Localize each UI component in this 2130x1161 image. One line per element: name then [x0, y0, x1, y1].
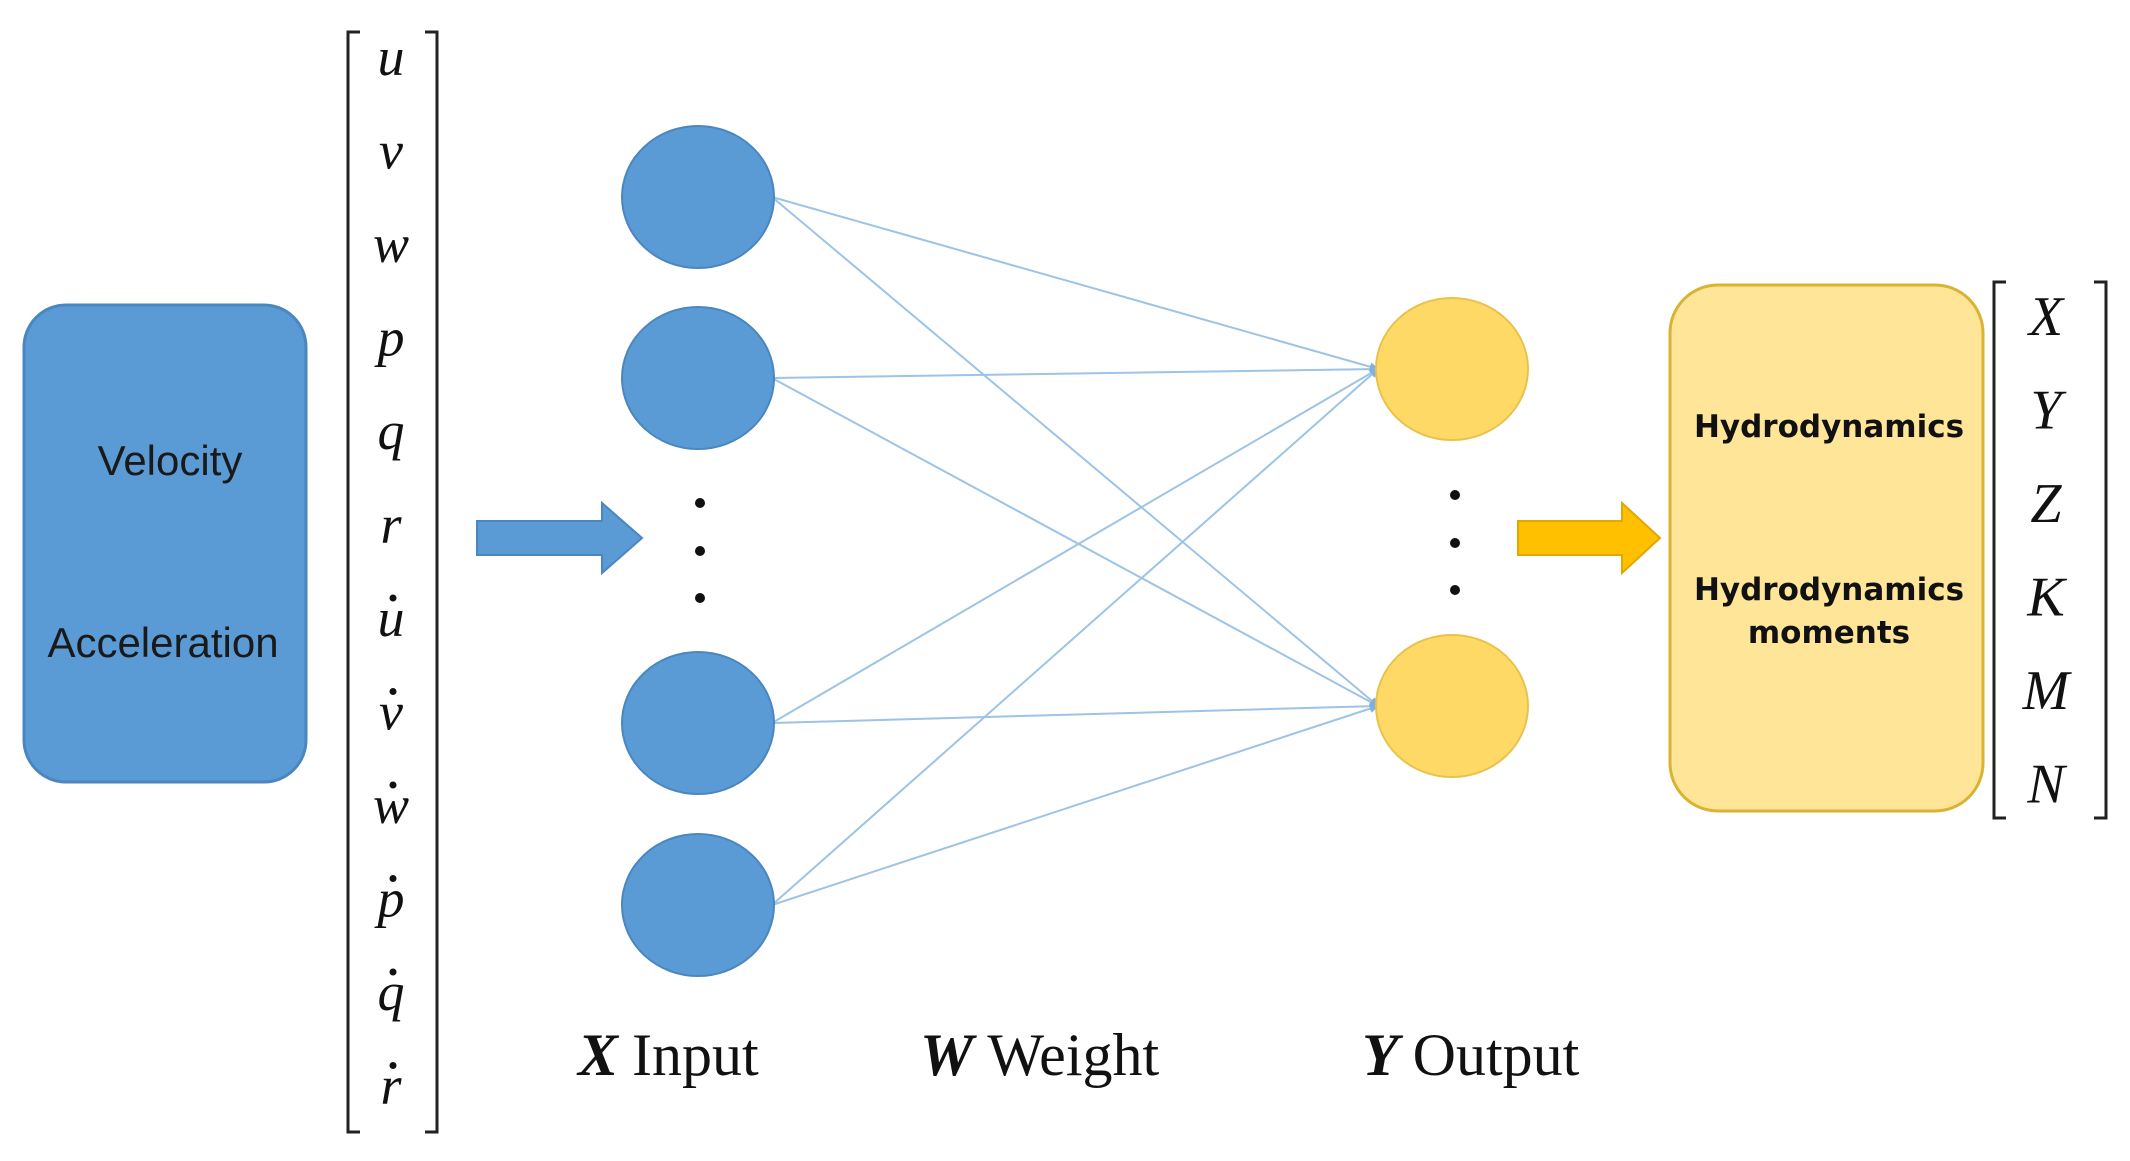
input-vector-symbol: p: [374, 308, 405, 368]
output-neuron: [1375, 297, 1529, 441]
input-vector-right-bracket: [425, 30, 439, 1134]
output-vector-left-bracket: [1992, 280, 2006, 820]
input-vector-symbol: p: [374, 869, 405, 929]
input-layer-symbol: X: [576, 1022, 620, 1088]
input-ellipsis-dot: [695, 498, 705, 508]
input-neuron: [621, 125, 775, 269]
output-box-hydrodynamics-moments-label-line2: moments: [1748, 615, 1910, 651]
weight-connection: [771, 704, 1379, 906]
connections: [771, 196, 1379, 906]
weight-connection: [771, 196, 1379, 707]
input-ellipsis-dot: [695, 593, 705, 603]
time-derivative-dot: [389, 875, 397, 882]
time-derivative-dot: [389, 688, 397, 695]
input-vector-symbol: v: [379, 121, 403, 181]
output-vector-symbol: X: [2027, 286, 2066, 348]
input-box-velocity-label: Velocity: [98, 437, 243, 484]
input-vector-symbol: w: [373, 214, 409, 274]
input-box-acceleration-label: Acceleration: [47, 619, 278, 666]
input-arrow: [476, 500, 644, 576]
time-derivative-dot: [389, 968, 397, 976]
input-neuron: [621, 833, 775, 977]
input-neuron: [621, 306, 775, 450]
output-vector-symbol: Y: [2030, 380, 2067, 442]
input-vector-left-bracket: [346, 30, 360, 1134]
output-vector-symbol: K: [2026, 567, 2067, 629]
weight-connection: [771, 196, 1379, 372]
output-box: [1668, 283, 1985, 813]
time-derivative-dot: [389, 594, 397, 602]
output-vector-symbol: N: [2026, 754, 2067, 816]
input-vector-symbol: q: [378, 401, 405, 461]
input-box: [22, 303, 308, 784]
weight-word: Weight: [987, 1022, 1159, 1088]
weight-connection: [771, 368, 1379, 906]
output-vector-symbol: Z: [2030, 473, 2062, 535]
weight-connection: [771, 377, 1379, 707]
output-ellipsis-dot: [1450, 538, 1460, 548]
output-vector-right-bracket: [2094, 280, 2108, 820]
output-ellipsis-dot: [1450, 585, 1460, 595]
output-box-hydrodynamics-moments-label-line1: Hydrodynamics: [1694, 572, 1964, 608]
input-vector-symbol: r: [380, 1056, 402, 1116]
input-vector-symbol: r: [380, 495, 402, 555]
input-vector-symbol: u: [378, 27, 405, 87]
output-layer-symbol: Y: [1362, 1022, 1404, 1088]
input-neuron: [621, 651, 775, 795]
output-neuron: [1375, 634, 1529, 778]
output-vector-symbol: M: [2022, 660, 2073, 722]
time-derivative-dot: [389, 781, 397, 789]
weight-connection: [771, 701, 1379, 724]
input-layer-word: Input: [632, 1022, 759, 1088]
weight-connection: [771, 368, 1379, 724]
weight-symbol: W: [920, 1022, 977, 1088]
output-box-hydrodynamics-label: Hydrodynamics: [1694, 409, 1964, 445]
output-layer-word: Output: [1413, 1022, 1580, 1088]
time-derivative-dot: [389, 1062, 397, 1069]
input-ellipsis-dot: [695, 546, 705, 556]
output-ellipsis-dot: [1450, 490, 1460, 500]
weight-connection: [771, 364, 1379, 379]
output-arrow: [1517, 500, 1662, 576]
